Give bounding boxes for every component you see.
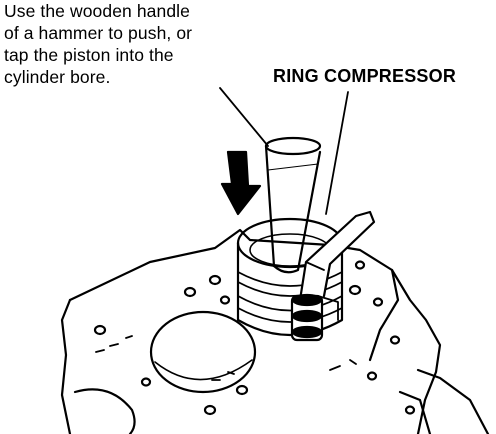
cylinder-bore (149, 310, 257, 394)
cylinder-bore-partial (73, 388, 136, 434)
engine-block (60, 228, 490, 434)
ring-compressor-label: RING COMPRESSOR (273, 66, 457, 86)
instruction-leader-line (219, 87, 269, 147)
ring-compressor-band (236, 217, 344, 336)
callout-leader-line (325, 91, 349, 215)
hammer-handle (264, 136, 322, 274)
leader-lines (219, 87, 349, 215)
push-arrow-icon (220, 150, 262, 216)
instruction-note: Use the wooden handle of a hammer to pus… (4, 1, 193, 87)
compressor-ratchet (290, 210, 376, 342)
